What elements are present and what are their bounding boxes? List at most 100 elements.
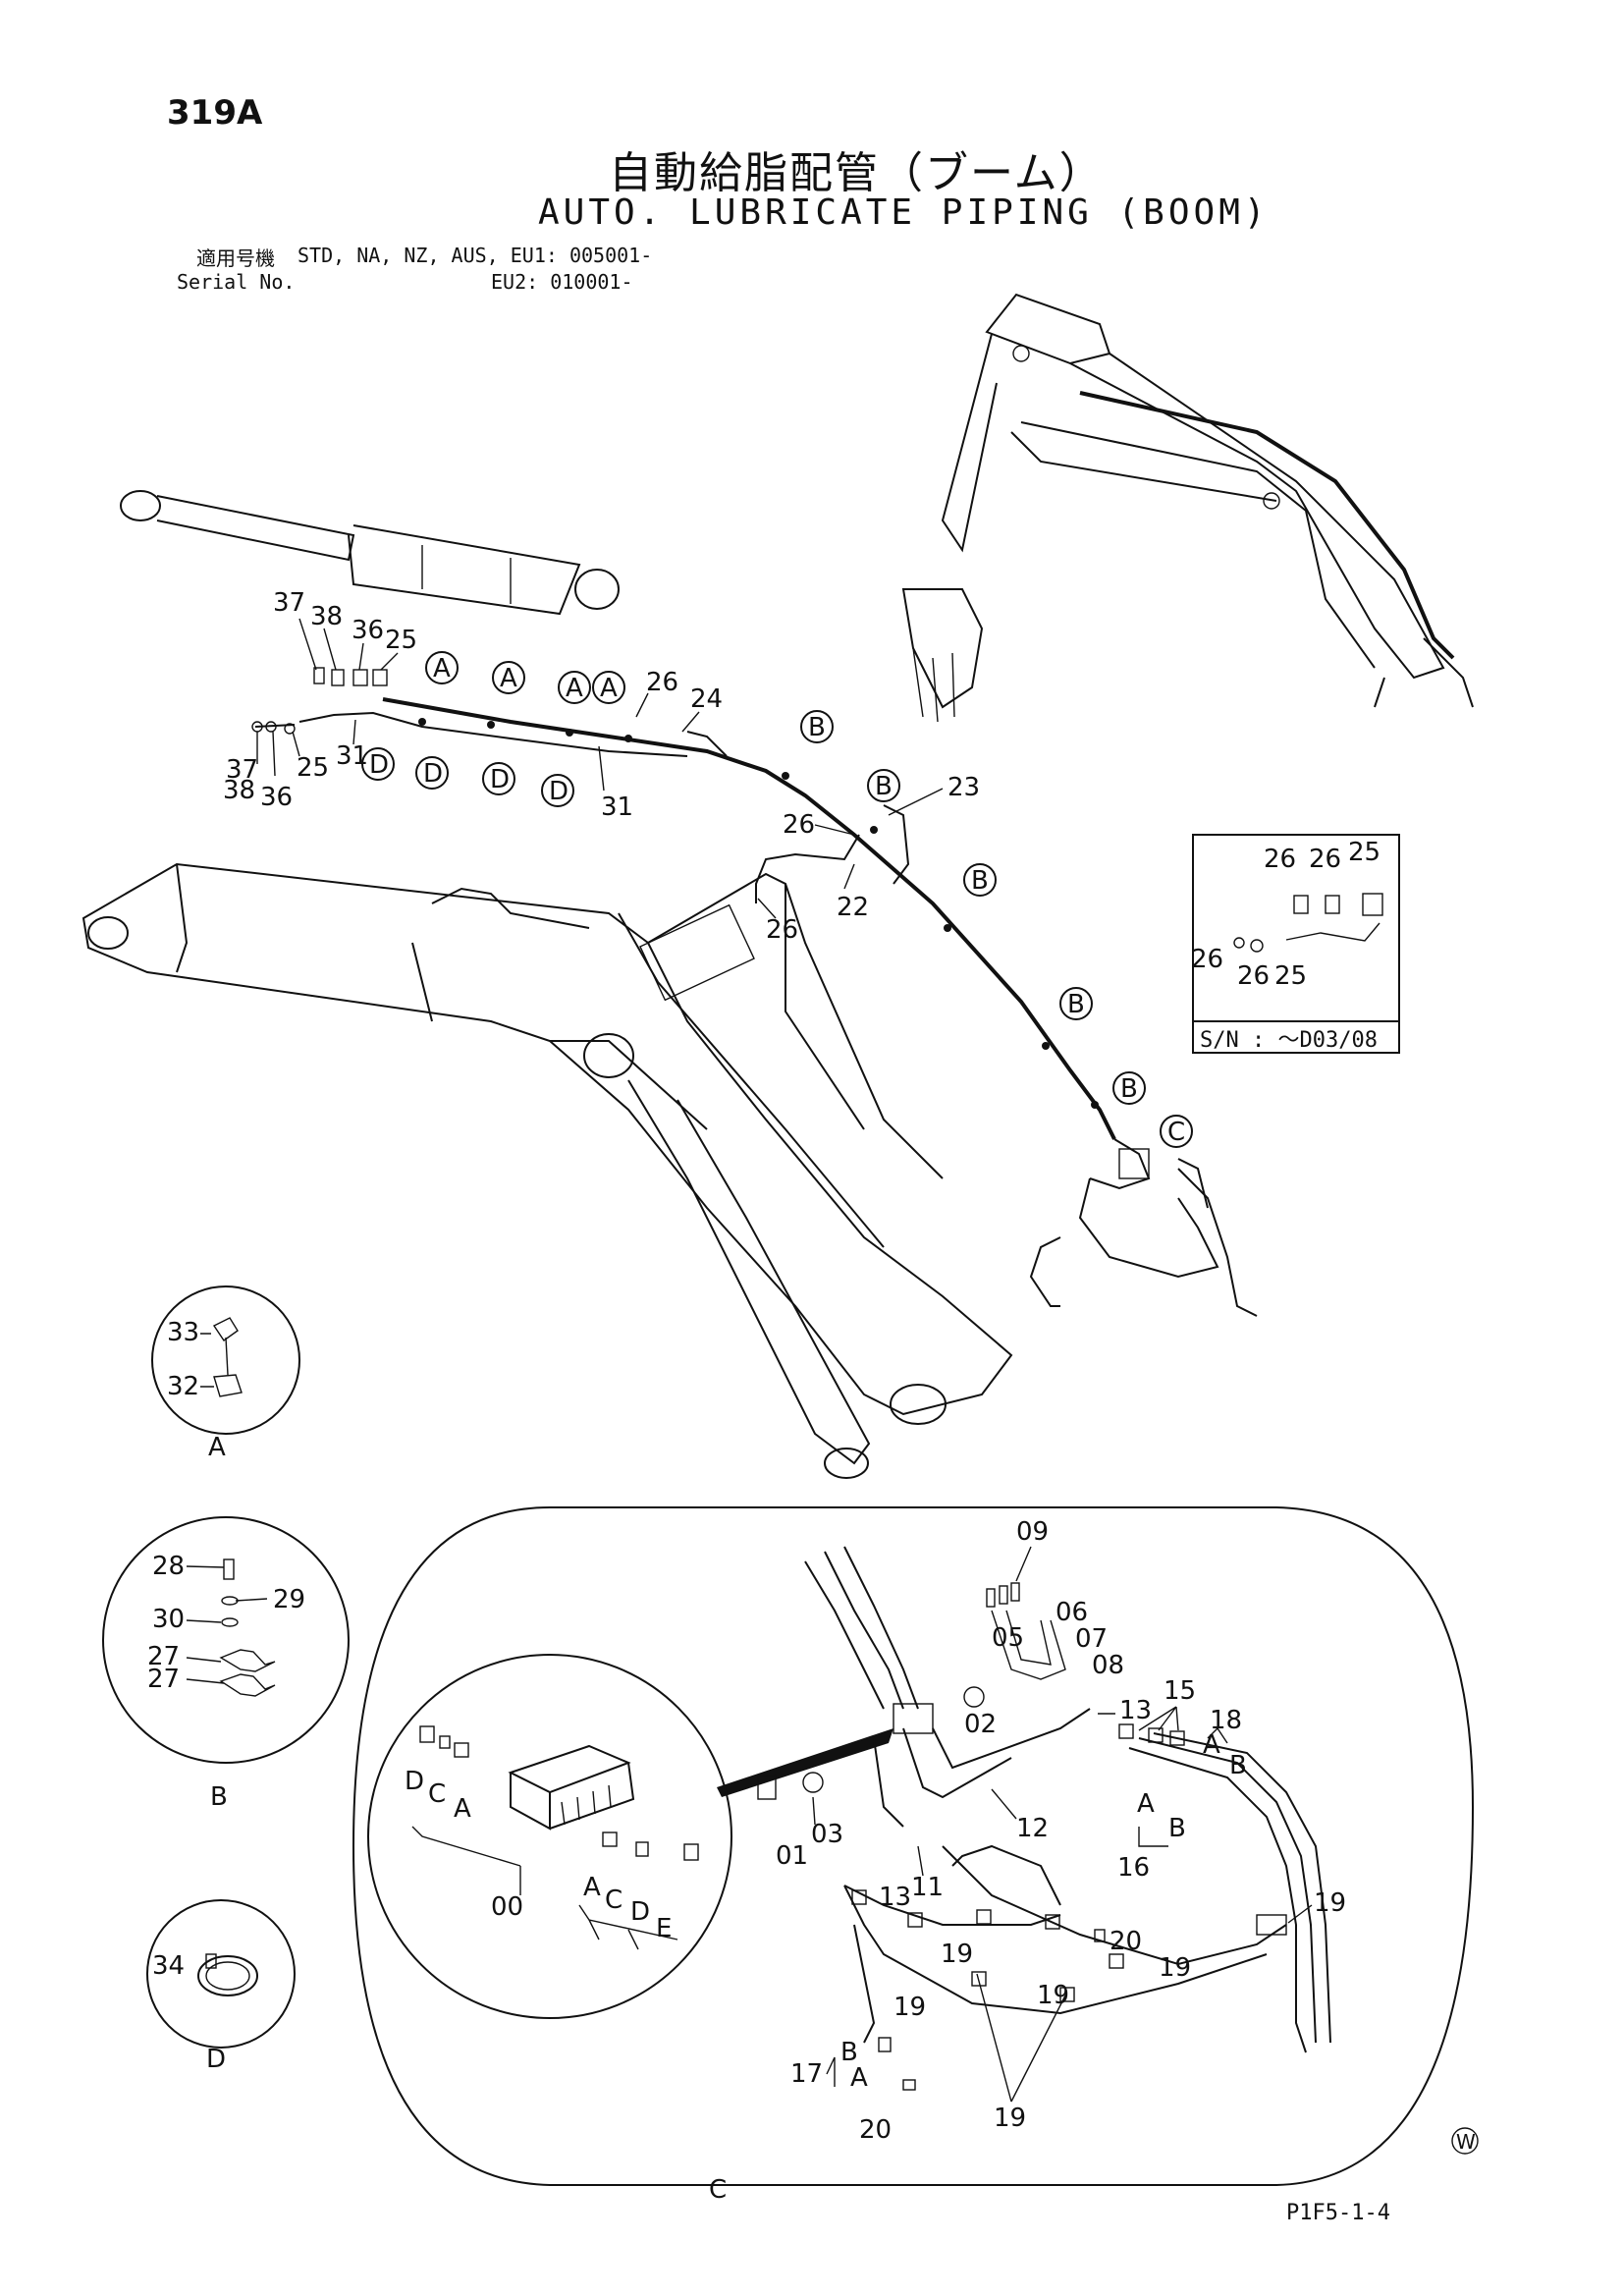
detail-a-label-33: 33 <box>167 1318 199 1347</box>
detail-circle-A: 33 32 A <box>151 1285 300 1462</box>
label-08: 08 <box>1092 1651 1124 1680</box>
detail-oval-C: C D C A A C D E 00 <box>352 1506 1475 2205</box>
fittings-cluster <box>251 667 388 735</box>
inset-label-26-d: 26 <box>1237 961 1270 991</box>
detail-b-label-27-b: 27 <box>147 1665 180 1694</box>
callout-b-2: B <box>875 772 893 801</box>
label-01: 01 <box>776 1841 808 1871</box>
serial-inset: 26 26 25 26 26 25 S/N : ～D03/08 <box>1191 834 1400 1054</box>
label-A-17: A <box>850 2063 868 2093</box>
label-19-c: 19 <box>1037 1981 1069 2010</box>
serial-label-japanese: 適用号機 <box>196 246 275 270</box>
callout-A-group: A A A A <box>425 651 625 704</box>
serial-range-line-2: EU2: 010001- <box>491 270 633 294</box>
callout-D-group: D D D D <box>361 747 574 807</box>
label-36-top: 36 <box>352 616 384 645</box>
boom-cylinder <box>120 490 620 616</box>
boom-structure <box>81 862 1013 1479</box>
footer-mark: W <box>1456 2130 1476 2154</box>
label-19-b: 19 <box>893 1993 926 2022</box>
label-19-d: 19 <box>1159 1953 1191 1983</box>
callout-a-3: A <box>566 674 583 703</box>
inset-label-26-b: 26 <box>1309 845 1341 874</box>
label-22: 22 <box>837 893 869 922</box>
label-26-low: 26 <box>766 915 798 945</box>
label-00: 00 <box>491 1892 523 1922</box>
label-05: 05 <box>992 1623 1024 1653</box>
detail-b-label-27-a: 27 <box>147 1642 180 1671</box>
detail-c-caption: C <box>709 2175 727 2205</box>
label-23: 23 <box>947 773 980 802</box>
label-B-18: B <box>1229 1751 1247 1780</box>
detail-b-label-30: 30 <box>152 1605 185 1634</box>
title-japanese: 自動給脂配管（ブーム） <box>609 148 1105 198</box>
detail-a-caption: A <box>208 1433 226 1462</box>
sub-label-E: E <box>656 1914 672 1943</box>
label-26-top: 26 <box>646 668 678 697</box>
label-A-18: A <box>1203 1730 1220 1760</box>
label-24: 24 <box>690 684 723 714</box>
callout-a-1: A <box>433 654 451 683</box>
callout-c-1: C <box>1167 1118 1185 1147</box>
label-38-bottom: 38 <box>223 776 255 805</box>
label-11: 11 <box>911 1873 944 1902</box>
serial-range-line-1: STD, NA, NZ, AUS, EU1: 005001- <box>298 244 653 267</box>
label-06: 06 <box>1056 1598 1088 1627</box>
label-07: 07 <box>1075 1624 1108 1654</box>
detail-d-caption: D <box>206 2045 226 2074</box>
label-B-16: B <box>1168 1814 1186 1843</box>
callout-B-group: B B B B B <box>800 710 1146 1105</box>
title-english: AUTO. LUBRICATE PIPING (BOOM) <box>538 192 1270 233</box>
serial-label-english: Serial No. <box>177 270 296 294</box>
detail-b-caption: B <box>210 1782 228 1812</box>
label-26-mid: 26 <box>783 810 815 840</box>
label-13-bottom: 13 <box>879 1883 911 1912</box>
lubrication-piping <box>254 697 1258 1317</box>
sub-label-A-2: A <box>583 1873 601 1902</box>
sub-label-C-1: C <box>428 1779 446 1809</box>
inset-label-25-top: 25 <box>1348 838 1380 867</box>
label-19-a: 19 <box>941 1940 973 1969</box>
label-20-bottom: 20 <box>859 2115 892 2145</box>
callout-d-2: D <box>423 759 443 789</box>
sub-label-D-2: D <box>630 1897 650 1927</box>
detail-circle-B: 28 29 30 27 27 B <box>102 1516 350 1812</box>
callout-b-3: B <box>971 866 989 896</box>
sub-label-A-1: A <box>454 1794 471 1824</box>
label-31-left: 31 <box>336 741 368 771</box>
label-17: 17 <box>790 2059 823 2089</box>
inset-label-26-a: 26 <box>1264 845 1296 874</box>
label-15: 15 <box>1164 1676 1196 1706</box>
label-38-top: 38 <box>310 602 343 631</box>
excavator-overview <box>901 293 1474 723</box>
label-31-right: 31 <box>601 793 633 822</box>
page-number: 319A <box>167 93 263 133</box>
callout-C-group: C <box>1160 1115 1193 1148</box>
callout-a-2: A <box>500 664 517 693</box>
label-12: 12 <box>1016 1814 1049 1843</box>
label-13-top: 13 <box>1119 1696 1152 1725</box>
label-36-bottom: 36 <box>260 783 293 812</box>
label-B-17: B <box>840 2038 858 2067</box>
callout-b-1: B <box>808 713 826 742</box>
label-A-16: A <box>1137 1789 1155 1819</box>
callout-b-4: B <box>1067 990 1085 1019</box>
footer-code: P1F5-1-4 <box>1286 2201 1390 2225</box>
callout-b-5: B <box>1120 1074 1138 1104</box>
detail-d-label-34: 34 <box>152 1951 185 1981</box>
footer: W P1F5-1-4 <box>1286 2127 1479 2225</box>
sub-label-D-1: D <box>405 1767 424 1796</box>
detail-circle-D: 34 D <box>146 1899 296 2074</box>
label-02: 02 <box>964 1710 997 1739</box>
label-37-top: 37 <box>273 588 305 618</box>
detail-b-label-29: 29 <box>273 1585 305 1614</box>
label-09: 09 <box>1016 1517 1049 1547</box>
callout-d-4: D <box>549 777 568 806</box>
label-25-top: 25 <box>385 626 417 655</box>
label-20-right: 20 <box>1110 1927 1142 1956</box>
callout-d-1: D <box>369 750 389 780</box>
label-16: 16 <box>1117 1853 1150 1883</box>
label-19-right: 19 <box>1314 1888 1346 1918</box>
part-labels-main: 37 38 36 25 26 24 37 38 36 25 31 31 23 2… <box>223 588 980 945</box>
